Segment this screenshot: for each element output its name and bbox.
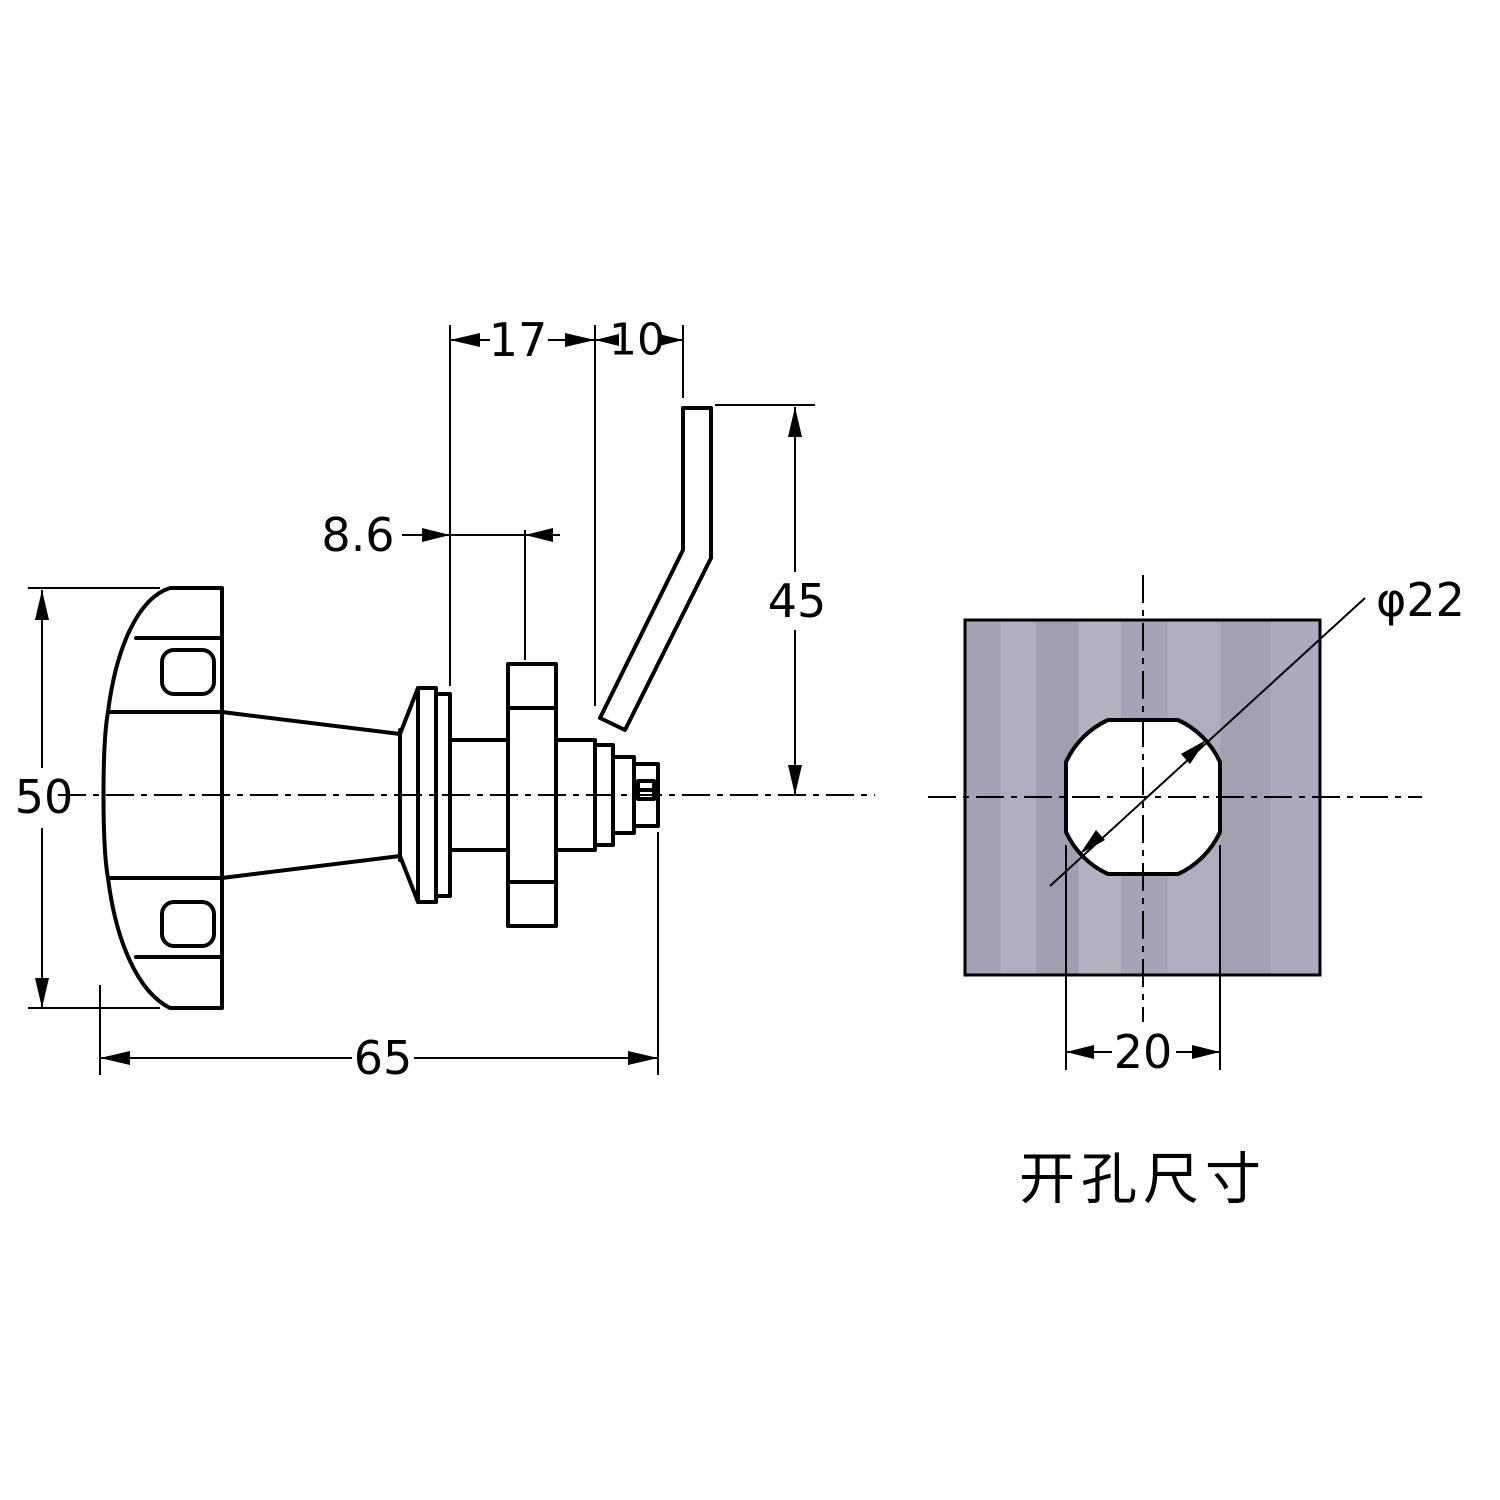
- dimension-phi22: φ22: [1049, 573, 1465, 887]
- dim-65-label: 65: [354, 1031, 413, 1085]
- dimension-10: 10: [595, 315, 683, 366]
- dimension-20: 20: [1065, 845, 1221, 1079]
- cutout-view: φ22 20 开孔尺寸: [928, 573, 1465, 1213]
- dim-17-label: 17: [489, 313, 548, 367]
- dimension-50: 50: [15, 590, 74, 1008]
- dimension-65: 65: [100, 1031, 658, 1085]
- dim-10-label: 10: [609, 315, 665, 366]
- dim-8-6-label: 8.6: [321, 508, 394, 562]
- cutout-caption: 开孔尺寸: [1019, 1148, 1267, 1213]
- cam-lever-arm: [598, 406, 713, 732]
- knob-grip-upper: [160, 648, 216, 696]
- dimension-8-6: 8.6: [321, 508, 560, 562]
- dim-45-label: 45: [768, 574, 827, 628]
- dim-20-label: 20: [1114, 1025, 1173, 1079]
- knob-grip-lower: [160, 900, 216, 948]
- side-view: [58, 406, 875, 1010]
- dim-phi22-label: φ22: [1376, 573, 1465, 627]
- dim-50-label: 50: [15, 770, 74, 824]
- side-view-dimensions: 17 10 8.6 45: [15, 313, 827, 1085]
- extension-lines: [28, 325, 815, 1075]
- dimension-45: 45: [768, 407, 827, 795]
- knob: [101, 586, 224, 1010]
- mounting-flange: [398, 686, 452, 904]
- dimension-17: 17: [450, 313, 595, 367]
